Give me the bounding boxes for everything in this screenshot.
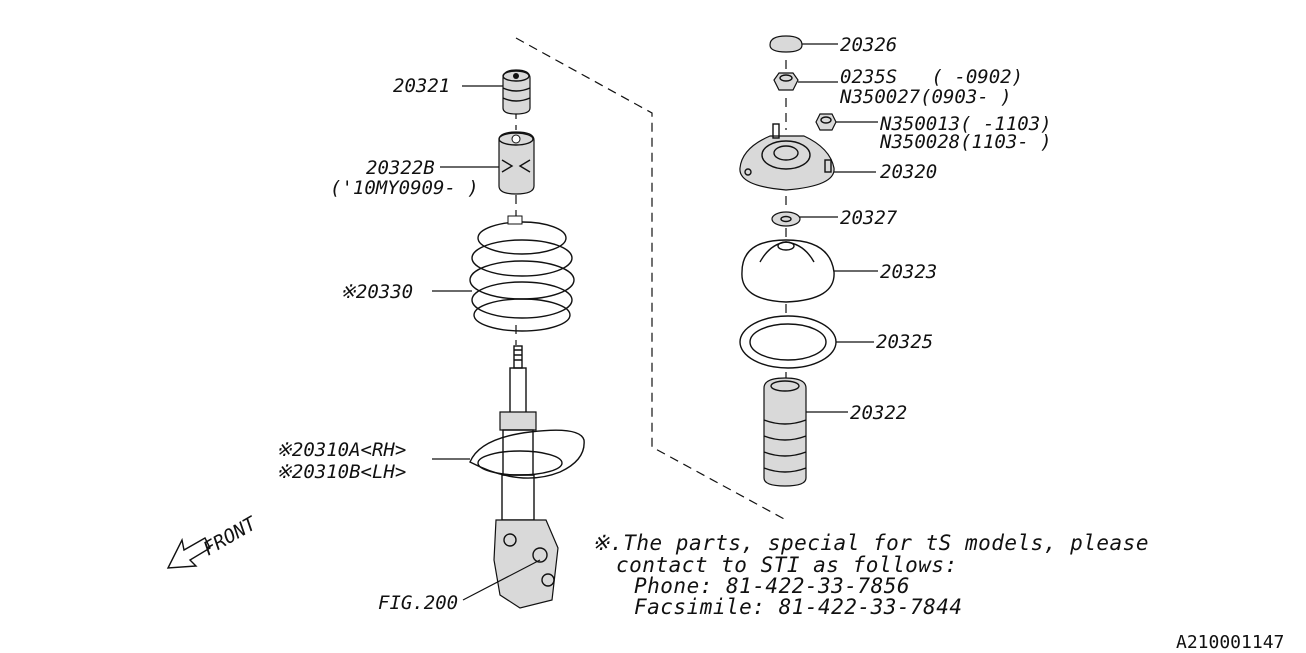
strut-mount-20320 bbox=[739, 123, 835, 191]
label-0235s: 0235S ( -0902) bbox=[840, 66, 1023, 88]
label-20327: 20327 bbox=[840, 207, 898, 229]
label-n350013: N350013( -1103) bbox=[879, 113, 1052, 135]
label-front: FRONT bbox=[200, 512, 262, 560]
label-20310b: ※20310B<LH> bbox=[276, 461, 406, 483]
cap-20326 bbox=[769, 35, 803, 53]
special-parts-note: ※.The parts, special for tS models, plea… bbox=[592, 531, 1149, 619]
note-line-2: contact to STI as follows: bbox=[616, 553, 958, 577]
note-line-1: ※.The parts, special for tS models, plea… bbox=[592, 531, 1149, 555]
strut-20310 bbox=[469, 345, 585, 609]
nut-n350013 bbox=[815, 113, 837, 131]
dust-boot-20322 bbox=[763, 377, 807, 487]
coil-spring-20330 bbox=[469, 215, 575, 332]
note-line-3: Phone: 81-422-33-7856 bbox=[634, 574, 910, 598]
label-n350027: N350027(0903- ) bbox=[839, 86, 1012, 108]
label-20322b: 20322B bbox=[366, 157, 435, 179]
label-n350028: N350028(1103- ) bbox=[879, 131, 1052, 153]
diagram-code: A210001147 bbox=[1176, 632, 1284, 653]
label-20326: 20326 bbox=[840, 34, 897, 56]
front-arrow bbox=[166, 537, 211, 569]
assembly-dashed-lines bbox=[515, 37, 787, 521]
insulator-20325 bbox=[739, 315, 837, 369]
label-20321: 20321 bbox=[393, 75, 450, 97]
leader-lines bbox=[432, 43, 878, 601]
label-20322b-note: ('10MY0909- ) bbox=[330, 177, 479, 199]
label-20325: 20325 bbox=[876, 331, 933, 353]
label-20323: 20323 bbox=[880, 261, 937, 283]
label-20310a: ※20310A<RH> bbox=[276, 439, 406, 461]
label-20320: 20320 bbox=[880, 161, 937, 183]
spring-seat-20323 bbox=[741, 239, 835, 303]
label-fig200: FIG.200 bbox=[378, 592, 458, 614]
note-line-4: Facsimile: 81-422-33-7844 bbox=[634, 595, 963, 619]
label-20330: ※20330 bbox=[340, 281, 413, 303]
label-20322: 20322 bbox=[850, 402, 907, 424]
nut-0235s bbox=[773, 72, 799, 91]
bump-stopper-20321 bbox=[502, 69, 531, 115]
washer-20327 bbox=[771, 211, 801, 227]
bushing-20322b bbox=[498, 131, 535, 195]
